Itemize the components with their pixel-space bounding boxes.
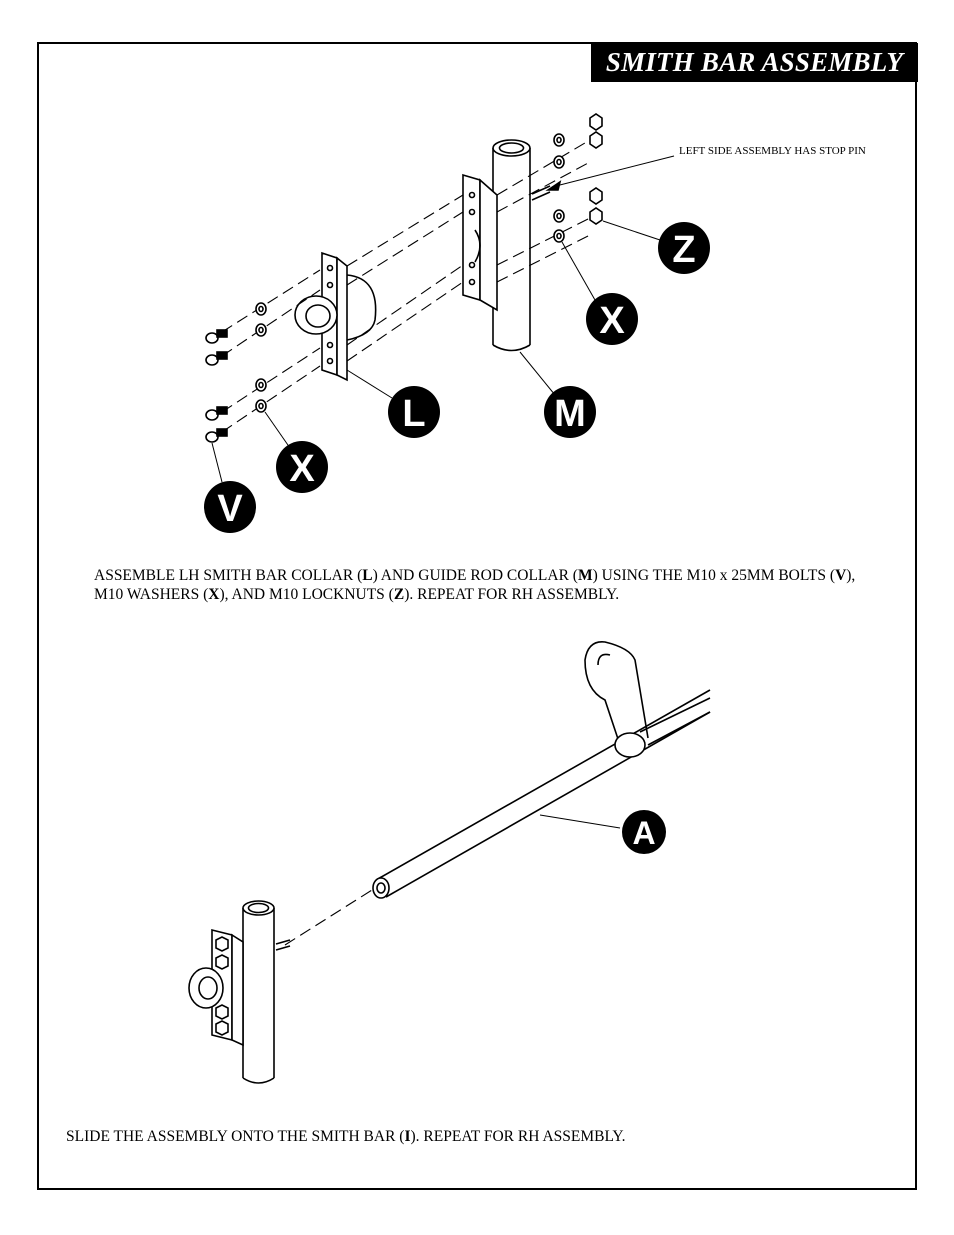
callout-a: A [622,810,666,854]
callout-m: M [544,386,596,438]
svg-text:X: X [599,300,625,342]
callout-v: V [204,481,256,533]
step2-instruction: SLIDE THE ASSEMBLY ONTO THE SMITH BAR (I… [66,1128,626,1145]
guide-plate [462,173,498,312]
smith-bar-alignment [284,889,373,946]
leader-lines-top [211,220,661,483]
alignment-lines [221,139,591,433]
svg-text:V: V [217,488,243,530]
callout-x-bottom: X [276,441,328,493]
step1-instruction: ASSEMBLE LH SMITH BAR COLLAR (L) AND GUI… [94,567,856,603]
guide-rod-collar-m [492,139,531,352]
page-border [37,42,917,1190]
svg-text:A: A [632,815,655,851]
smith-bar-collar-l [294,251,377,382]
stop-pin [531,155,675,201]
smith-bar-a [372,641,711,899]
svg-text:L: L [402,393,425,435]
leader-a [539,814,621,829]
callout-z: Z [658,222,710,274]
locknuts-z [589,113,603,225]
stop-pin-note: LEFT SIDE ASSEMBLY HAS STOP PIN [679,145,866,157]
page-title: SMITH BAR ASSEMBLY [591,43,918,82]
assembled-collar [188,900,291,1084]
callout-l: L [388,386,440,438]
washers-x-left [255,302,267,413]
svg-text:Z: Z [672,229,695,271]
bolts-v [205,329,228,443]
svg-text:M: M [554,393,586,435]
washers-x-right [553,133,565,243]
svg-text:X: X [289,448,315,490]
callout-x-top: X [586,293,638,345]
